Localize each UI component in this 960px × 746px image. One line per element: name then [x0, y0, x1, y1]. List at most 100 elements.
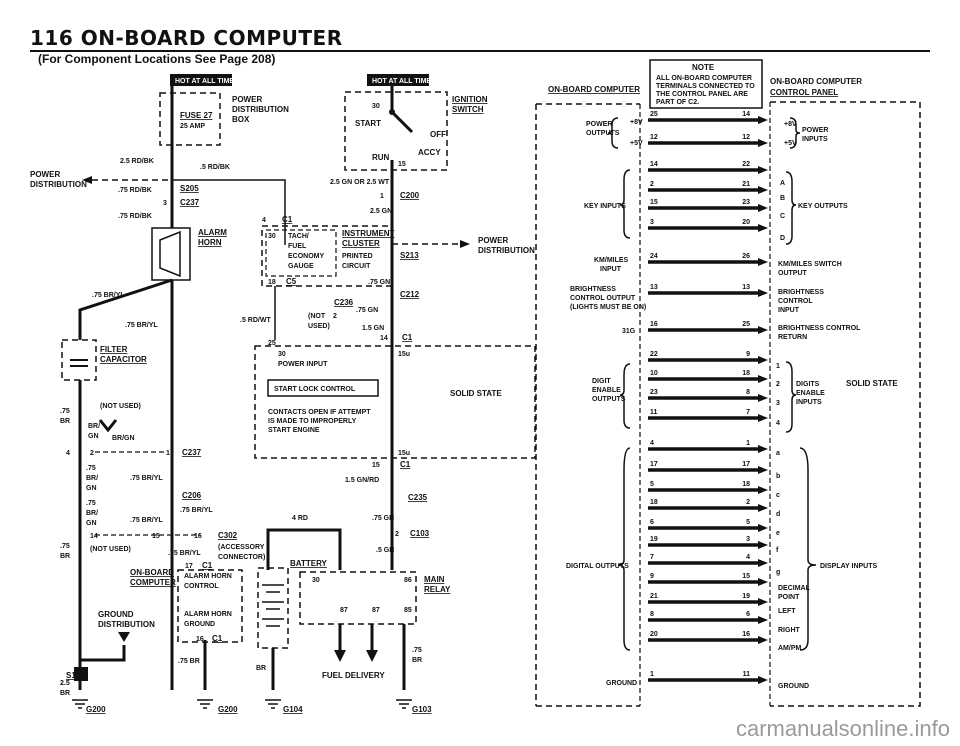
bus-arrow	[758, 486, 768, 494]
not-used-b: (NOT USED)	[100, 403, 141, 410]
bus-arrow	[758, 636, 768, 644]
rr-right: RIGHT	[778, 627, 801, 634]
bus-arrow	[758, 224, 768, 232]
rr-key-b: B	[780, 195, 785, 202]
rl-km-2: INPUT	[600, 266, 622, 273]
bus-pin-left: 3	[650, 219, 654, 226]
fuel-arrow-2	[366, 650, 378, 662]
fuel-delivery: FUEL DELIVERY	[322, 671, 385, 680]
hot-badge-right	[367, 74, 429, 86]
gnd-dist-1: GROUND	[98, 610, 134, 619]
rl-ground: GROUND	[606, 680, 637, 687]
wire-25gn: 2.5 GN	[370, 208, 392, 215]
s114: S114	[66, 671, 85, 680]
obc-frame	[535, 103, 640, 707]
bus-pin-left: 22	[650, 351, 658, 358]
bus-pin-right: 9	[746, 351, 750, 358]
rr-8v: +8V	[784, 121, 797, 128]
rr-digits-3: INPUTS	[796, 399, 822, 406]
bus-arrow	[758, 414, 768, 422]
wire-75bryl-c: .75 BR/YL	[130, 475, 163, 482]
rr-key-outputs: KEY OUTPUTS	[798, 203, 848, 210]
bus-pin-left: 18	[650, 499, 658, 506]
wire-75br-b2: BR	[60, 553, 70, 560]
cluster-gauge: GAUGE	[288, 263, 314, 270]
brace-power-outputs	[607, 117, 619, 149]
contacts-2: IS MADE TO IMPROPERLY	[268, 418, 357, 425]
bus-pin-left: 11	[650, 409, 658, 416]
s114-splice	[74, 667, 88, 681]
obc-alarm-block	[177, 569, 243, 643]
bus-pin-right: 3	[746, 536, 750, 543]
alarm-horn-2: HORN	[198, 238, 222, 247]
bus-pin-right: 18	[742, 370, 750, 377]
rl-bright-2: CONTROL OUTPUT	[570, 295, 636, 302]
relay-out-wires	[338, 624, 406, 690]
rr-digit-3: 3	[776, 400, 780, 407]
note-2: TERMINALS CONNECTED TO	[656, 83, 755, 90]
ic-2: CLUSTER	[342, 239, 380, 248]
bus-arrow	[758, 445, 768, 453]
wire-75brylgn-1: .75	[86, 465, 96, 472]
wire-75rdbk-a: .75 RD/BK	[118, 187, 152, 194]
bus-pin-right: 23	[742, 199, 750, 206]
ign-off: OFF	[430, 130, 446, 139]
pin18: 18	[268, 279, 276, 286]
c1e: C1	[212, 634, 223, 643]
rl-31g: 31G	[622, 328, 636, 335]
ign-arm	[390, 86, 414, 134]
rr-power-1: POWER	[802, 127, 828, 134]
rl-digital-outputs: DIGITAL OUTPUTS	[566, 563, 629, 570]
rr-left: LEFT	[778, 608, 796, 615]
bus-pin-right: 26	[742, 253, 750, 260]
rr-bright-1: BRIGHTNESS	[778, 289, 824, 296]
c237a: C237	[180, 198, 200, 207]
wire-brgn-a1: BR/	[88, 423, 100, 430]
bus-pin-left: 2	[650, 181, 654, 188]
bus-pin-right: 11	[743, 671, 751, 678]
not-used-a2: USED)	[308, 323, 330, 330]
arrow-power-dist	[82, 176, 92, 184]
wire-75br-c: .75 BR	[178, 658, 200, 665]
bus-pin-left: 1	[650, 671, 654, 678]
brace-power-inputs	[789, 117, 801, 149]
note-1: ALL ON-BOARD COMPUTER	[656, 75, 752, 82]
bus-pin-left: 6	[650, 519, 654, 526]
bus-arrow	[758, 116, 768, 124]
bus-pin-right: 12	[742, 134, 750, 141]
brace-key-inputs	[619, 169, 631, 239]
pin14: 14	[380, 335, 388, 342]
relay-30: 30	[312, 577, 320, 584]
page-number: 116	[30, 26, 74, 50]
pin16-c1: 16	[196, 636, 204, 643]
wire-75br-1: .75	[60, 408, 70, 415]
bus-pin-right: 22	[742, 161, 750, 168]
not-used-c: (NOT USED)	[90, 546, 131, 553]
bus-arrow	[758, 578, 768, 586]
bus-arrow	[758, 356, 768, 364]
solid-state-block	[254, 345, 536, 459]
wire-25rdbk: 2.5 RD/BK	[120, 158, 154, 165]
c212: C212	[400, 290, 420, 299]
bus-pin-left: 13	[650, 284, 658, 291]
pc-2: CIRCUIT	[342, 263, 371, 270]
g104: G104	[283, 705, 303, 714]
solid-state-left: SOLID STATE	[450, 389, 502, 398]
wire-75bryl-to-filter	[78, 278, 173, 340]
ahg-1: ALARM HORN	[184, 611, 232, 618]
battery-label: BATTERY	[290, 559, 328, 568]
obc-1: ON-BOARD	[130, 568, 174, 577]
wire-br: BR	[256, 665, 266, 672]
bus-pin-right: 19	[742, 593, 750, 600]
rr-seg-c: c	[776, 492, 780, 499]
bus-arrow	[758, 289, 768, 297]
wire-75gn: .75 GN	[368, 279, 390, 286]
bus-pin-left: 4	[650, 440, 654, 447]
pin2-c103: 2	[395, 531, 399, 538]
bus-arrow	[758, 616, 768, 624]
c237a-pin: 3	[163, 200, 167, 207]
wire-75br-b1: .75	[60, 543, 70, 550]
bus-pin-left: 24	[650, 253, 658, 260]
rl-digit-1: DIGIT	[592, 378, 611, 385]
brace-key-outputs	[785, 171, 797, 245]
